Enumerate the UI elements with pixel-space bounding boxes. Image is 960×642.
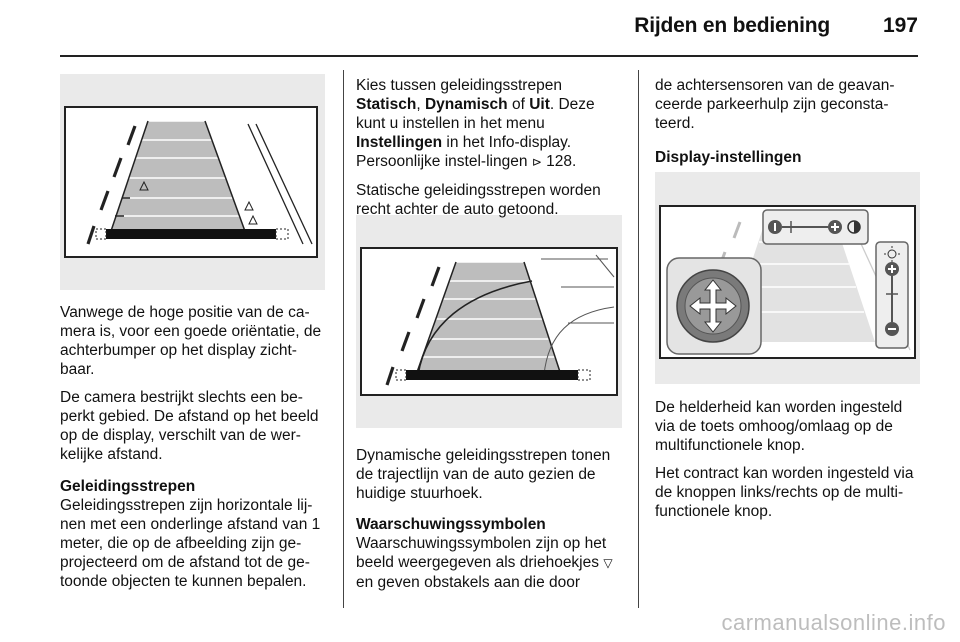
watermark: carmanualsonline.info [721,610,946,635]
guidelines-heading: Geleidingsstrepen [60,478,196,495]
running-head-title: Rijden en bediening [634,14,830,37]
column-2-top: Kies tussen geleidingsstrepen Statisch, … [356,76,624,228]
option-dynamic: Dynamisch [424,96,508,113]
column-1: Vanwege de hoge positie van de ca-mera i… [60,303,328,600]
column-divider-1 [343,70,344,608]
camera-position-paragraph: Vanwege de hoge positie van de ca-mera i… [60,304,322,378]
guideline-mode-paragraph: Kies tussen geleidingsstrepen Statisch, … [356,77,595,170]
column-divider-2 [638,70,639,608]
brightness-paragraph: De helderheid kan worden ingesteld via d… [655,399,903,454]
guidelines-paragraph: Geleidingsstrepen zijn horizontale lij-n… [60,497,321,590]
display-settings-heading: Display-instellingen [655,149,802,166]
rear-sensors-paragraph: de achtersensoren van de geavan-ceerde p… [655,77,895,132]
warning-triangle-icon: ▽ [603,556,613,570]
camera-range-paragraph: De camera bestrijkt slechts een be-perkt… [60,389,319,463]
dynamic-guidelines-paragraph: Dynamische geleidingsstrepen tonen de tr… [356,447,611,502]
option-off: Uit [529,96,550,113]
warning-symbols-heading: Waarschuwingssymbolen [356,516,546,533]
column-2-bottom: Dynamische geleidingsstrepen tonen de tr… [356,446,624,601]
rear-camera-display-static [64,106,318,258]
option-static: Statisch [356,96,417,113]
column-3-top: de achtersensoren van de geavan-ceerde p… [655,76,923,167]
menu-settings: Instellingen [356,134,443,151]
warning-symbols-paragraph: Waarschuwingssymbolen zijn op het beeld … [356,535,613,591]
dynamic-guidelines-figure [356,215,622,428]
display-settings-illustration [659,205,916,359]
static-guidelines-paragraph: Statische geleidingsstrepen worden recht… [356,182,601,218]
display-settings-figure [655,172,920,384]
static-guidelines-figure [60,74,325,290]
page-reference-arrow-icon: ⊳ [531,155,542,169]
contrast-paragraph: Het contract kan worden ingesteld via de… [655,465,914,520]
rear-camera-display-dynamic [360,247,618,396]
column-3-bottom: De helderheid kan worden ingesteld via d… [655,398,923,530]
header-rule [60,55,918,57]
page-number: 197 [882,14,918,37]
